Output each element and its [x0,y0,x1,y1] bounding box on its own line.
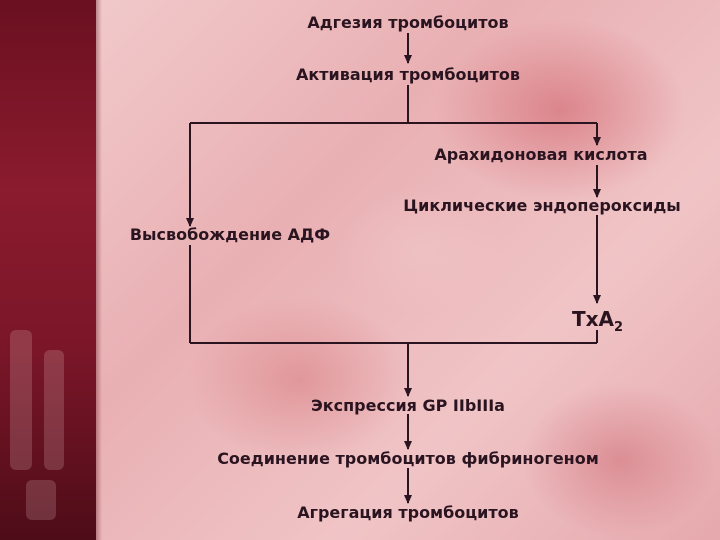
node-arachidonic-acid: Арахидоновая кислота [434,145,647,164]
node-activation: Активация тромбоцитов [296,65,520,84]
node-aggregation: Агрегация тромбоцитов [297,503,519,522]
node-txa2-main: TxA [572,307,615,331]
node-fibrinogen-binding: Соединение тромбоцитов фибриногеном [217,449,599,468]
connector-lines [186,33,601,504]
node-adp-release: Высвобождение АДФ [130,225,330,244]
node-txa2-subscript: 2 [614,320,623,335]
side-panel-edge [96,0,102,540]
node-gp-iibiiia-expression: Экспрессия GP IIbIIIa [311,396,505,415]
side-decorative-panel [0,0,96,540]
node-txa2: TxA2 [572,307,623,335]
node-adhesion: Адгезия тромбоцитов [307,13,508,32]
node-cyclic-endoperoxides: Циклические эндопероксиды [403,196,680,215]
node-labels: Адгезия тромбоцитов Активация тромбоцито… [130,13,681,522]
